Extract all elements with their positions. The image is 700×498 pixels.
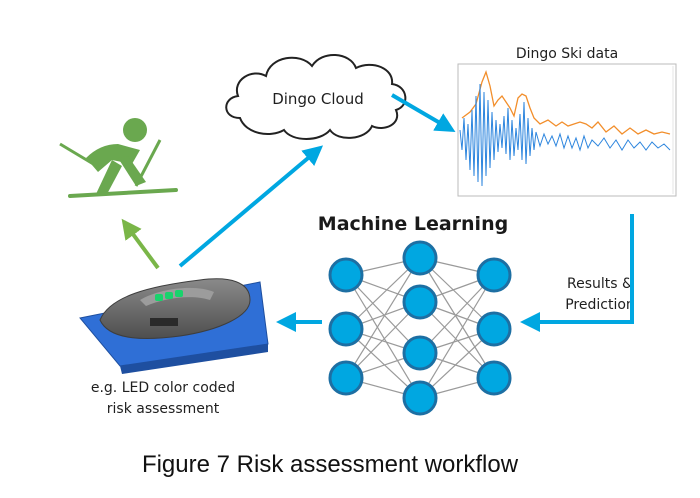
output-node bbox=[476, 360, 512, 396]
device-label-line2: risk assessment bbox=[107, 401, 220, 417]
input-node bbox=[328, 360, 364, 396]
hidden-node bbox=[402, 284, 438, 320]
led-indicator bbox=[155, 290, 183, 301]
figure-caption: Figure 7 Risk assessment workflow bbox=[142, 451, 519, 478]
arrow-plot-to-ml bbox=[520, 214, 634, 332]
network-nodes bbox=[328, 240, 512, 416]
ski-device-icon bbox=[79, 278, 269, 374]
arrow-device-to-skier bbox=[121, 218, 160, 270]
plot-frame bbox=[457, 63, 677, 197]
series-blue bbox=[459, 83, 671, 187]
hidden-node bbox=[402, 380, 438, 416]
arrow-cloud-to-plot bbox=[390, 93, 456, 133]
ml-title: Machine Learning bbox=[318, 213, 508, 235]
workflow-arrows bbox=[121, 93, 634, 332]
output-node bbox=[476, 311, 512, 347]
plot-title: Dingo Ski data bbox=[516, 46, 618, 62]
input-node bbox=[328, 311, 364, 347]
series-orange bbox=[461, 69, 671, 135]
cloud-icon bbox=[225, 53, 407, 140]
output-node bbox=[476, 257, 512, 293]
results-label: Results & bbox=[567, 276, 633, 292]
neural-network-icon bbox=[328, 240, 512, 416]
network-edges bbox=[345, 257, 495, 399]
skier-icon bbox=[59, 118, 178, 198]
cloud-label: Dingo Cloud bbox=[272, 90, 364, 108]
input-node bbox=[328, 257, 364, 293]
arrow-device-to-cloud bbox=[178, 145, 324, 268]
hidden-node bbox=[402, 335, 438, 371]
hidden-node bbox=[402, 240, 438, 276]
prediction-label: Prediction bbox=[565, 297, 635, 313]
ski-data-plot bbox=[457, 63, 677, 197]
device-label-line1: e.g. LED color coded bbox=[91, 380, 235, 396]
